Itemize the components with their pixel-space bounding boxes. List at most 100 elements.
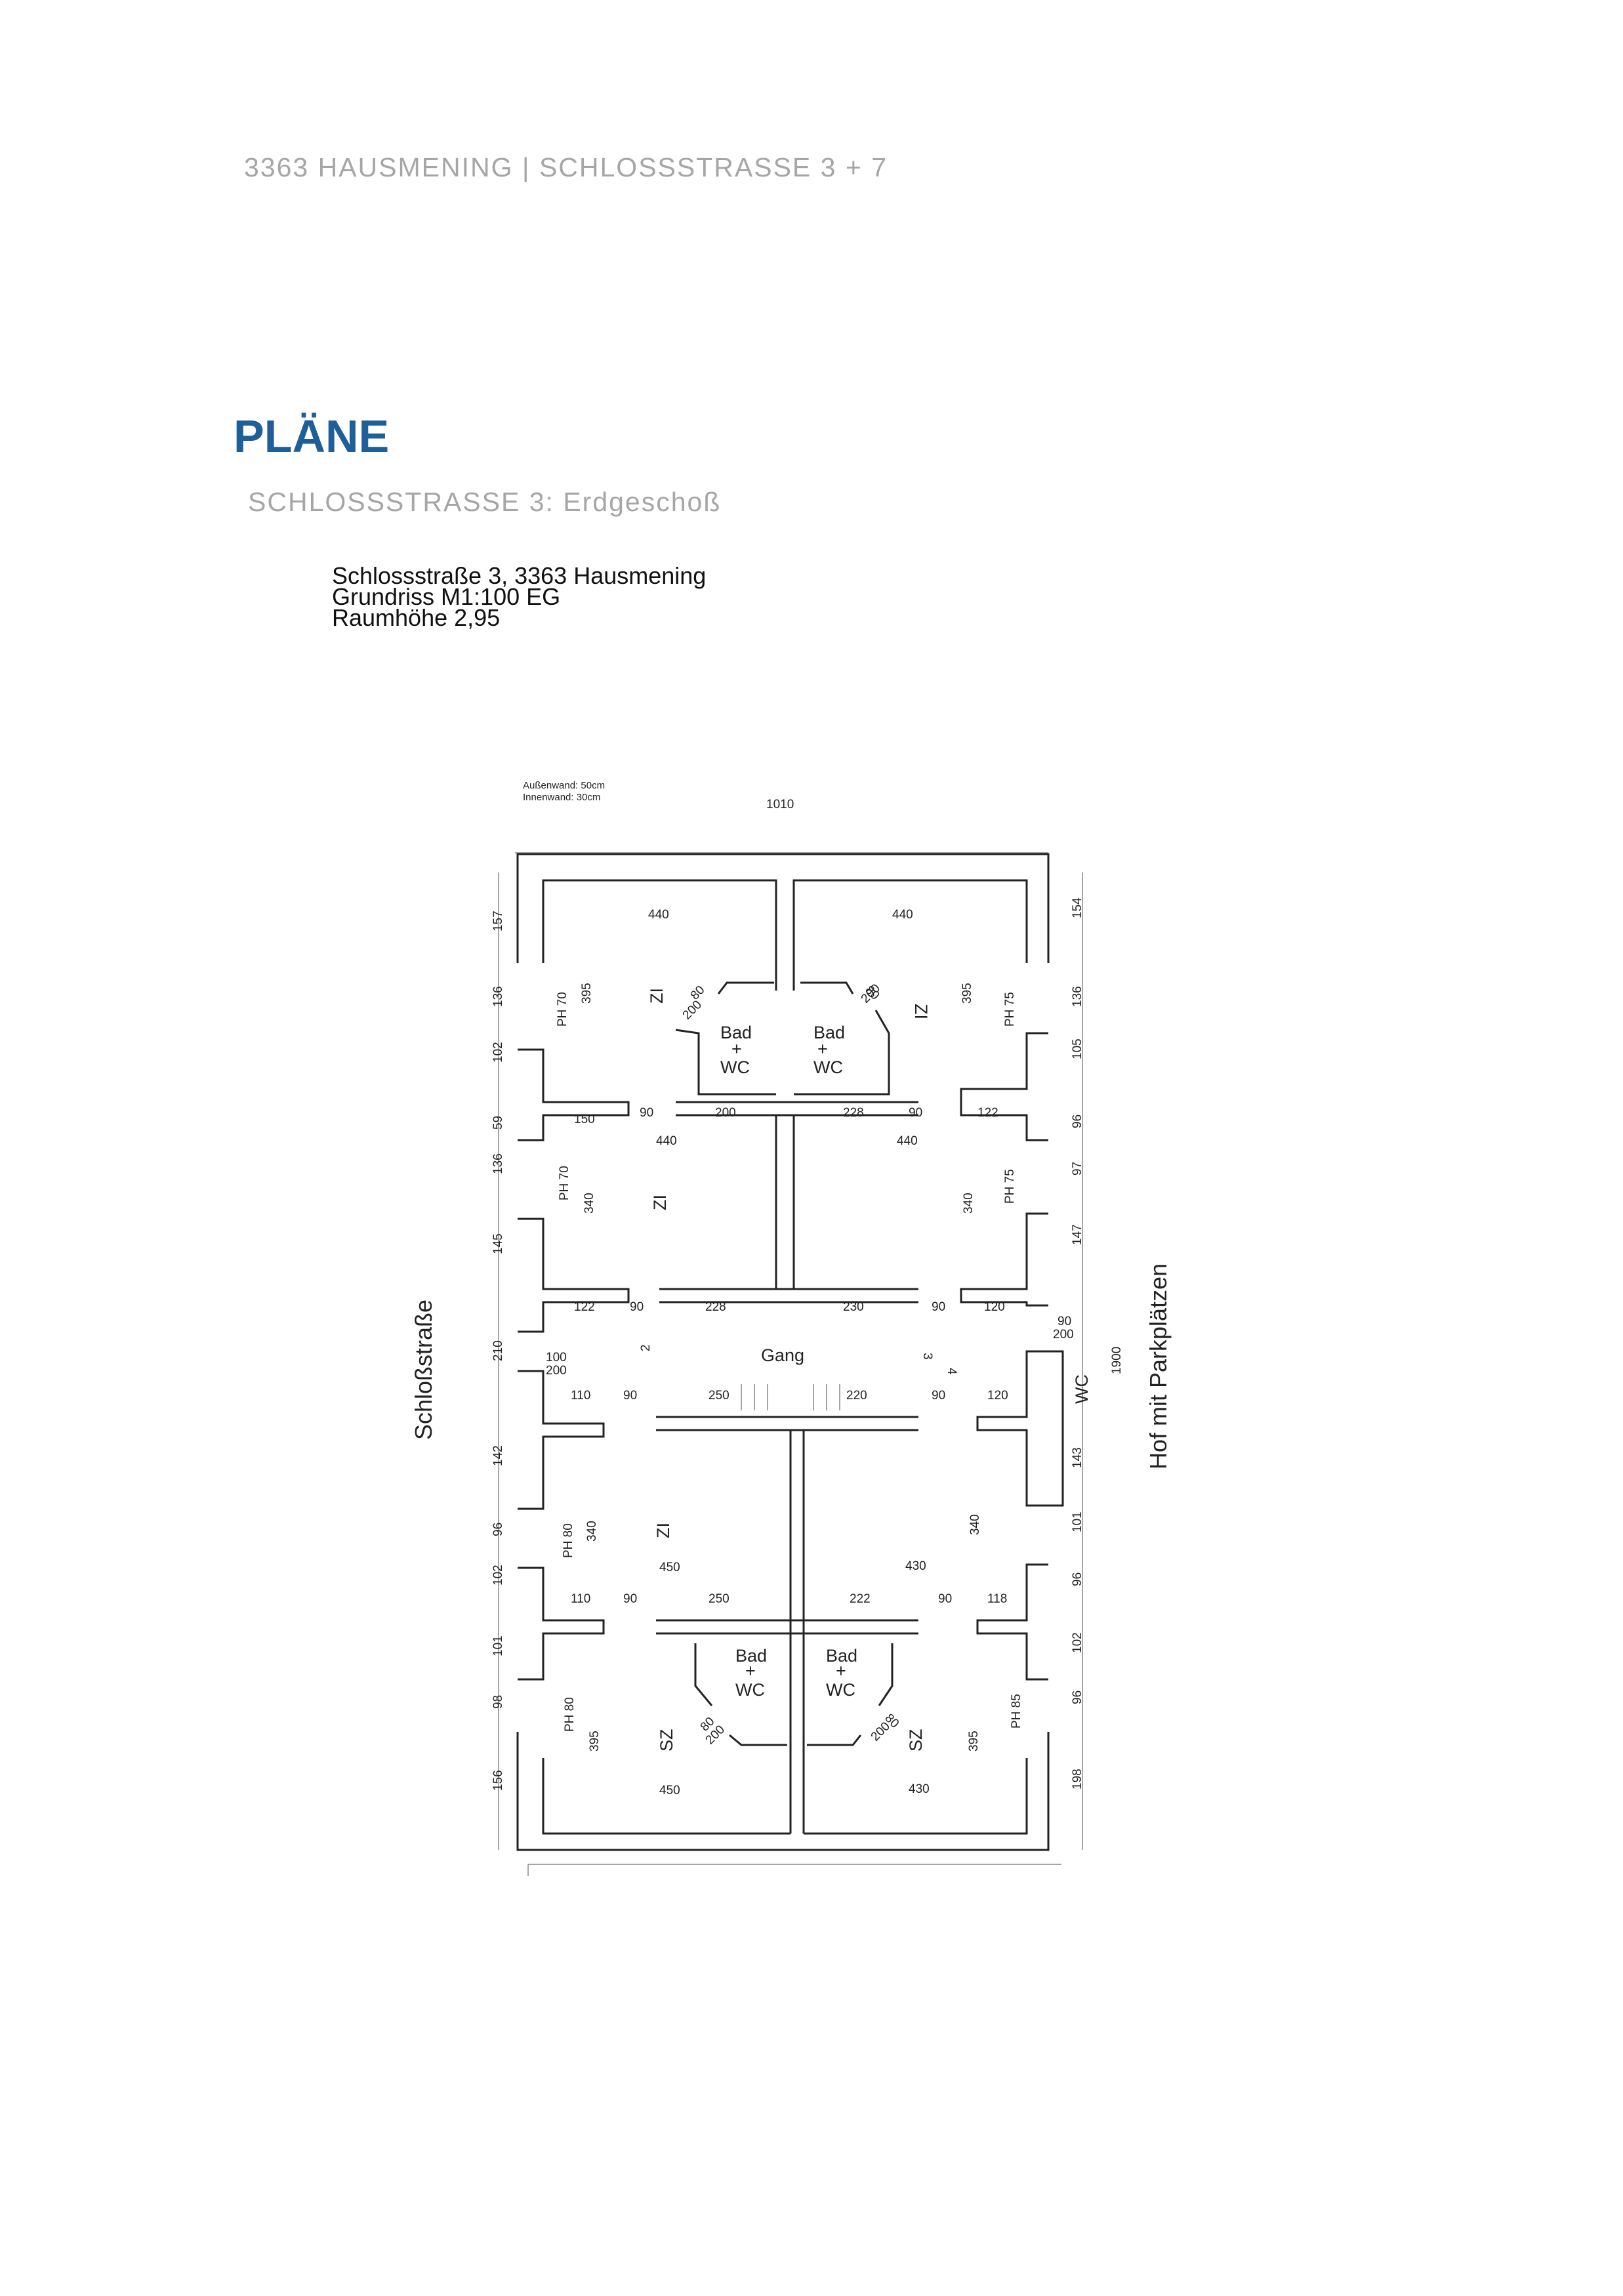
width-top-left: 440 <box>648 908 669 922</box>
wall-right-window-4 <box>976 1563 1048 1681</box>
wall-bottom-left-room <box>542 1758 791 1835</box>
wall-bad-top-right-door <box>800 981 854 994</box>
wall-left-window-4 <box>518 1567 605 1681</box>
bath-bottom-right-wc: WC <box>826 1680 855 1700</box>
window-3: PH 75 <box>1003 992 1017 1027</box>
seg-20: 90 <box>623 1592 637 1606</box>
right-dim-1: 154 <box>1071 897 1084 918</box>
bath-bottom-right-plus: + <box>836 1661 846 1681</box>
wall-bad-top-left-door <box>717 981 774 994</box>
street-label: Schloßstraße <box>410 1300 437 1440</box>
wall-top-right-room <box>792 879 1028 991</box>
height-6: 340 <box>968 1514 982 1535</box>
seg-5: 90 <box>909 1106 922 1120</box>
seg-11: 90 <box>932 1300 945 1314</box>
wall-bad-bottom-right <box>878 1643 894 1706</box>
room-sz-1: SZ <box>657 1729 676 1752</box>
wall-left-window-1 <box>518 1048 630 1141</box>
left-dim-9: 96 <box>491 1523 505 1536</box>
wc-200: 200 <box>1053 1328 1074 1342</box>
right-dim-3: 105 <box>1071 1038 1084 1059</box>
wall-bad-bottom-left <box>694 1643 713 1706</box>
left-dim-3: 102 <box>491 1042 505 1063</box>
seg-21: 250 <box>709 1592 729 1606</box>
wall-right-window-3 <box>976 1350 1048 1507</box>
seg-13: 110 <box>571 1389 590 1403</box>
page-header: 3363 HAUSMENING | SCHLOSSSTRASSE 3 + 7 <box>244 152 888 182</box>
wall-wc-right <box>1048 1350 1064 1507</box>
window-6: PH 80 <box>563 1697 577 1732</box>
width-mid-right: 440 <box>897 1134 918 1148</box>
wall-left-window-3 <box>518 1370 605 1510</box>
room-zi-2: ZI <box>911 1004 931 1019</box>
bath-top-left: Bad + WC <box>720 1023 752 1077</box>
yard-label: Hof mit Parkplätzen <box>1145 1263 1172 1469</box>
width-top-right: 440 <box>892 908 913 922</box>
bath-top-left-plus: + <box>731 1039 742 1059</box>
seg-22: 222 <box>850 1592 871 1606</box>
room-zi-4: ZI <box>653 1523 673 1538</box>
left-dim-12: 98 <box>491 1695 505 1709</box>
wall-bad-bottom-right-door <box>807 1734 862 1746</box>
width-bottom-right: 430 <box>905 1559 926 1573</box>
left-dim-8: 142 <box>491 1445 505 1466</box>
bath-top-right: Bad + WC <box>813 1023 845 1077</box>
seg-2: 90 <box>640 1106 653 1120</box>
page-title: PLÄNE <box>234 411 390 462</box>
window-1: PH 70 <box>556 992 569 1027</box>
right-dim-10: 102 <box>1071 1632 1084 1653</box>
left-dim-13: 156 <box>491 1770 505 1791</box>
plan-room-height: Raumhöhe 2,95 <box>332 604 501 631</box>
door-tl-200: 200 <box>680 998 705 1022</box>
page-subtitle: SCHLOSSSTRASSE 3: Erdgeschoß <box>248 487 722 517</box>
plan-info: Schlossstraße 3, 3363 Hausmening Grundri… <box>332 564 706 631</box>
right-dim-5: 97 <box>1071 1162 1084 1176</box>
seg-17: 90 <box>932 1389 945 1403</box>
seg-3: 200 <box>715 1106 736 1120</box>
left-dim-4: 59 <box>491 1116 505 1130</box>
right-dim-9: 96 <box>1071 1572 1084 1586</box>
door-tr-200: 200 <box>859 981 883 1006</box>
window-4: PH 75 <box>1003 1169 1017 1204</box>
left-dim-2: 136 <box>491 986 505 1007</box>
bath-top-right-wc: WC <box>813 1057 843 1077</box>
height-3: 395 <box>960 983 974 1004</box>
height-4: 340 <box>962 1193 976 1214</box>
entry-100: 100 <box>546 1351 567 1364</box>
seg-14: 90 <box>623 1389 637 1403</box>
window-7: PH 85 <box>1010 1694 1023 1729</box>
height-7: 395 <box>588 1731 602 1752</box>
seg-18: 120 <box>987 1389 1008 1403</box>
seg-15: 250 <box>709 1389 729 1403</box>
bath-top-right-plus: + <box>817 1039 828 1059</box>
mark-2: 2 <box>639 1344 653 1351</box>
wall-bottom-outer <box>516 1732 1050 1851</box>
room-zi-3: ZI <box>650 1195 670 1210</box>
mark-3: 3 <box>920 1353 934 1360</box>
left-dim-10: 102 <box>491 1565 505 1586</box>
outer-wall-note: Außenwand: 50cm <box>523 780 605 791</box>
right-dim-12: 198 <box>1071 1769 1084 1790</box>
wall-top-outer <box>516 853 1050 963</box>
width-mid-left: 440 <box>656 1134 677 1148</box>
wall-bottom-right-room <box>804 1758 1028 1835</box>
seg-16: 220 <box>846 1389 867 1403</box>
window-2: PH 70 <box>558 1166 571 1200</box>
seg-1: 150 <box>574 1113 595 1126</box>
bath-bottom-left-bad: Bad <box>735 1646 767 1666</box>
plan-scale: Grundriss M1:100 EG <box>332 583 561 610</box>
wall-right-window-1 <box>960 1032 1048 1141</box>
wall-right-window-2 <box>960 1212 1048 1307</box>
bath-bottom-left-plus: + <box>745 1661 756 1681</box>
wc-90: 90 <box>1058 1315 1071 1328</box>
bath-bottom-right-bad: Bad <box>826 1646 857 1666</box>
left-dim-7: 210 <box>491 1340 505 1361</box>
bath-top-left-wc: WC <box>720 1057 750 1077</box>
width-low-right: 430 <box>909 1782 930 1796</box>
seg-7: 122 <box>574 1300 595 1314</box>
right-dim-2: 136 <box>1071 986 1084 1007</box>
height-2: 340 <box>583 1193 596 1214</box>
right-dim-11: 96 <box>1071 1691 1084 1704</box>
